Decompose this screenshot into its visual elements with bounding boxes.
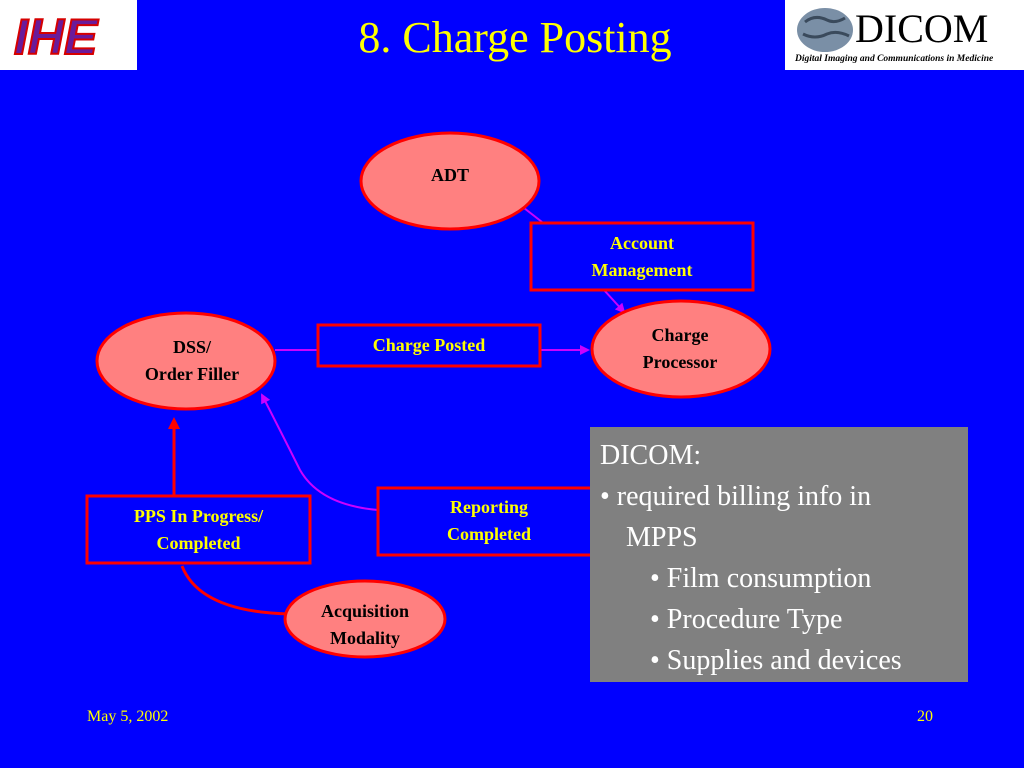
note-item: • required billing info in <box>600 481 872 512</box>
ihe-logo-text: IHE <box>14 9 99 65</box>
dicom-note-box: DICOM: • required billing info in MPPS •… <box>590 427 968 682</box>
account-management-label: Account Management <box>591 233 693 280</box>
pps-box <box>85 494 312 565</box>
globe-icon <box>797 8 853 52</box>
dss-order-filler-label: DSS/ Order Filler <box>144 337 240 384</box>
footer-date: May 5, 2002 <box>87 708 169 725</box>
acquisition-modality-label: Acquisition Modality <box>320 601 410 648</box>
acquisition-modality-node <box>283 579 447 659</box>
connector-adt-account <box>523 207 626 314</box>
connector-acquisition-pps <box>180 565 291 616</box>
note-item: • Supplies and devices <box>650 645 902 676</box>
page-title: 8. Charge Posting <box>358 13 672 62</box>
account-management-box <box>529 221 755 292</box>
note-heading: DICOM: <box>600 440 702 471</box>
dicom-logo: DICOM Digital Imaging and Communications… <box>785 0 1024 70</box>
dss-order-filler-node <box>95 311 277 411</box>
dicom-tagline: Digital Imaging and Communications in Me… <box>794 54 994 64</box>
adt-node <box>359 131 541 231</box>
page-number: 20 <box>917 708 933 725</box>
charge-processor-node <box>590 299 772 399</box>
charge-posted-label: Charge Posted <box>372 335 486 355</box>
pps-label: PPS In Progress/ Completed <box>133 506 264 553</box>
charge-posted-box <box>316 323 542 368</box>
dicom-logo-text: DICOM <box>855 6 988 51</box>
reporting-completed-label: Reporting Completed <box>447 497 531 544</box>
note-item: • Film consumption <box>650 563 872 594</box>
charge-processor-label: Charge Processor <box>642 325 718 372</box>
connector-reporting <box>261 393 379 511</box>
ihe-logo: IHE <box>0 0 137 70</box>
reporting-completed-box <box>376 486 602 557</box>
note-item: • Procedure Type <box>650 604 843 635</box>
adt-label: ADT <box>430 165 469 185</box>
note-item: MPPS <box>626 522 698 553</box>
